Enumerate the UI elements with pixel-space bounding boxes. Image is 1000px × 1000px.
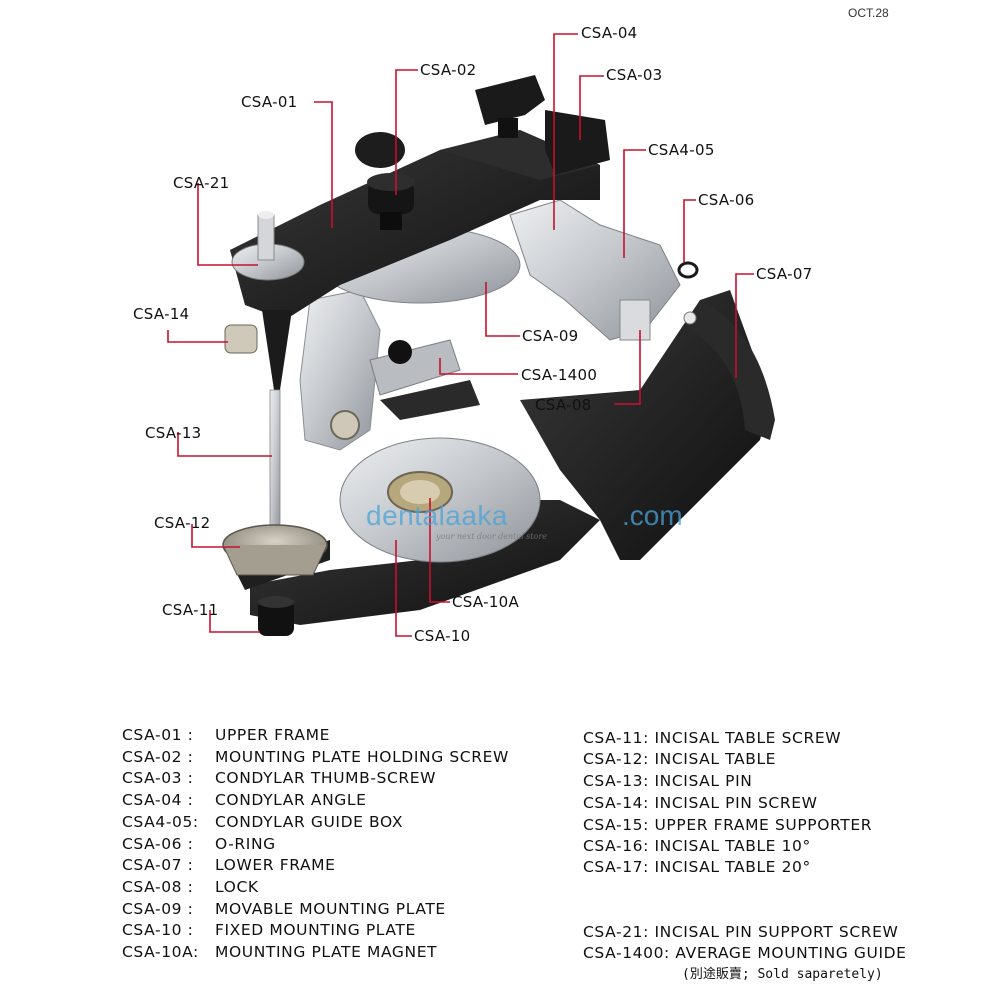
legend-item: CSA-16: INCISAL TABLE 10° bbox=[583, 837, 811, 855]
legend-item: CSA-06 :O-RING bbox=[122, 835, 276, 853]
legend-item: CSA-21: INCISAL PIN SUPPORT SCREW bbox=[583, 923, 899, 941]
mounting-guide bbox=[369, 339, 461, 396]
condylar-thumb-screw bbox=[475, 75, 545, 125]
legend-item: CSA-02 :MOUNTING PLATE HOLDING SCREW bbox=[122, 748, 509, 766]
legend-item: CSA-10 :FIXED MOUNTING PLATE bbox=[122, 921, 416, 939]
legend-item: CSA-01 :UPPER FRAME bbox=[122, 726, 330, 744]
incisal-pin-screw bbox=[224, 324, 258, 354]
legend-item: CSA-13: INCISAL PIN bbox=[583, 772, 753, 790]
callout-csa-13: CSA-13 bbox=[145, 424, 202, 442]
legend-item: CSA-09 :MOVABLE MOUNTING PLATE bbox=[122, 900, 446, 918]
callout-csa-10a: CSA-10A bbox=[452, 593, 520, 611]
sold-separately-note: (別途販賣; Sold saparetely) bbox=[682, 967, 883, 982]
date-mark: OCT.28 bbox=[848, 6, 889, 20]
legend-item: CSA-1400: AVERAGE MOUNTING GUIDE bbox=[583, 944, 907, 962]
legend-item: CSA-11: INCISAL TABLE SCREW bbox=[583, 729, 842, 747]
callout-csa-09: CSA-09 bbox=[522, 327, 579, 345]
watermark-tagline: your next door dental store bbox=[436, 532, 547, 541]
legend-item: CSA-17: INCISAL TABLE 20° bbox=[583, 858, 811, 876]
incisal-table-screw bbox=[258, 600, 294, 636]
callout-csa-11: CSA-11 bbox=[162, 601, 219, 619]
lower-frame bbox=[520, 290, 770, 560]
watermark-brand: dentalaaka bbox=[366, 500, 509, 531]
callout-csa-01: CSA-01 bbox=[241, 93, 298, 111]
leader-lines bbox=[167, 33, 754, 637]
legend-item: CSA-15: UPPER FRAME SUPPORTER bbox=[583, 816, 873, 834]
o-ring bbox=[677, 261, 699, 279]
callout-csa4-05: CSA4-05 bbox=[648, 141, 715, 159]
callout-csa-07: CSA-07 bbox=[756, 265, 813, 283]
callout-csa-1400: CSA-1400 bbox=[521, 366, 598, 384]
legend-item: CSA-10A:MOUNTING PLATE MAGNET bbox=[122, 943, 438, 961]
callout-csa-21: CSA-21 bbox=[173, 174, 230, 192]
legend-item: CSA-14: INCISAL PIN SCREW bbox=[583, 794, 818, 812]
legend-item: CSA-04 :CONDYLAR ANGLE bbox=[122, 791, 367, 809]
callout-csa-08: CSA-08 bbox=[535, 396, 592, 414]
callout-csa-06: CSA-06 bbox=[698, 191, 755, 209]
callout-csa-14: CSA-14 bbox=[133, 305, 190, 323]
articulator-illustration bbox=[167, 33, 775, 637]
incisal-pin bbox=[269, 389, 281, 541]
legend-item: CSA4-05:CONDYLAR GUIDE BOX bbox=[122, 813, 404, 831]
condylar-guide-box bbox=[509, 199, 681, 341]
upper-frame bbox=[230, 130, 600, 320]
watermark-domain: .com bbox=[622, 500, 683, 531]
callout-csa-12: CSA-12 bbox=[154, 514, 211, 532]
legend-item: CSA-12: INCISAL TABLE bbox=[583, 750, 777, 768]
callout-csa-02: CSA-02 bbox=[420, 61, 477, 79]
callout-csa-10: CSA-10 bbox=[414, 627, 471, 645]
legend-item: CSA-03 :CONDYLAR THUMB-SCREW bbox=[122, 769, 437, 787]
callout-csa-03: CSA-03 bbox=[606, 66, 663, 84]
legend-item: CSA-08 :LOCK bbox=[122, 878, 259, 896]
legend-item: CSA-07 :LOWER FRAME bbox=[122, 856, 336, 874]
callout-csa-04: CSA-04 bbox=[581, 24, 638, 42]
